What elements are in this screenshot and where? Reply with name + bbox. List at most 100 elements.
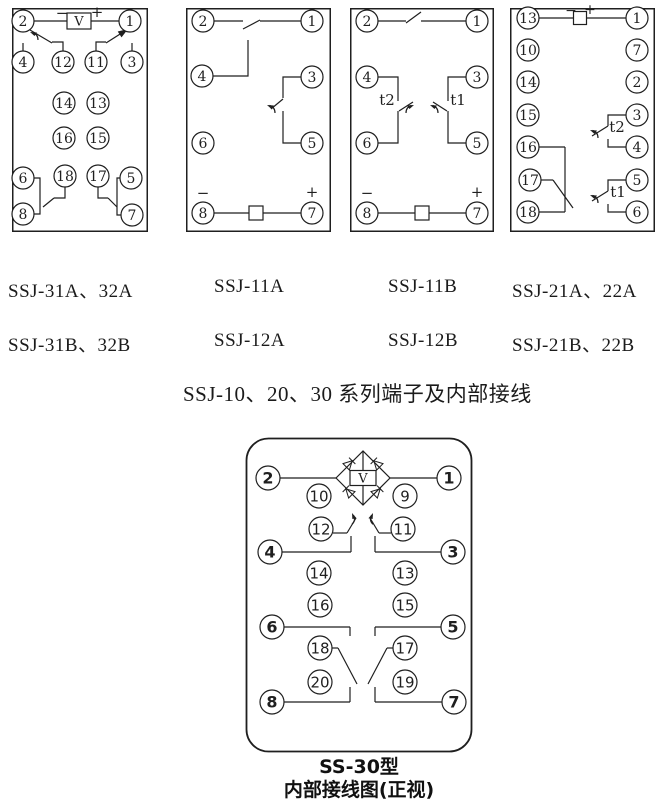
terminal-2 (625, 70, 649, 94)
terminal-1 (118, 9, 142, 33)
terminal-label-9: 9 (400, 488, 410, 506)
terminal-2 (191, 9, 215, 33)
terminal-3 (440, 539, 466, 565)
terminal-label-1: 1 (443, 469, 454, 488)
terminal-4 (625, 135, 649, 159)
terminal-label-4: 4 (198, 69, 207, 85)
resistor-box (248, 205, 264, 221)
contact-blade (369, 517, 380, 534)
terminal-5 (119, 166, 143, 190)
terminal-label-5: 5 (633, 173, 642, 189)
model-label-ssj-12b: SSJ-12B (388, 330, 459, 351)
label-t1: t1 (610, 183, 626, 201)
terminal-label-5: 5 (447, 618, 458, 637)
terminal-label-15: 15 (395, 597, 414, 615)
terminal-label-13: 13 (519, 11, 537, 27)
terminal-16 (307, 592, 333, 618)
model-label-ssj-21a-22a: SSJ-21A、22A (512, 281, 637, 302)
ss30-caption-view: 内部接线图(正视) (283, 779, 435, 801)
terminal-label-6: 6 (363, 136, 372, 152)
terminal-label-1: 1 (126, 14, 135, 30)
voltage-element-box (66, 12, 92, 30)
terminal-label-8: 8 (266, 693, 277, 712)
terminal-label-12: 12 (311, 521, 330, 539)
terminal-18 (53, 164, 77, 188)
terminal-14 (516, 70, 540, 94)
contact-blade (591, 125, 609, 137)
terminal-label-5: 5 (308, 136, 317, 152)
terminal-label-6: 6 (199, 136, 208, 152)
delay-arrow-icon (30, 31, 39, 41)
element-box-label: V (357, 472, 368, 487)
panel-border (186, 8, 331, 232)
terminal-13 (86, 91, 110, 115)
terminal-11 (84, 50, 108, 74)
wire (607, 114, 626, 126)
terminal-12 (51, 50, 75, 74)
terminal-17 (86, 164, 110, 188)
panel-border (12, 8, 148, 232)
delay-arrow-icon (590, 129, 599, 139)
diode-icon (342, 485, 356, 499)
label-+: + (584, 2, 596, 18)
delay-arrow-head (407, 105, 414, 109)
terminal-8 (11, 202, 35, 226)
terminal-label-15: 15 (89, 131, 107, 147)
delay-arrow-icon (368, 513, 374, 525)
wire (95, 41, 106, 52)
terminal-15 (86, 126, 110, 150)
terminal-4 (257, 539, 283, 565)
delay-arrow-head (352, 513, 357, 520)
terminal-7 (625, 38, 649, 62)
terminal-label-4: 4 (264, 543, 275, 562)
terminal-18 (516, 200, 540, 224)
diode-bar (342, 485, 350, 493)
contact-blade (337, 647, 358, 685)
delay-arrow-head (368, 513, 373, 520)
panel-border (245, 437, 473, 753)
delay-arrow-icon (267, 104, 276, 114)
terminal-6 (259, 614, 285, 640)
terminal-1 (300, 9, 324, 33)
diode-bar (370, 457, 378, 465)
terminal-label-1: 1 (633, 11, 642, 27)
contact-blade (29, 29, 53, 44)
terminal-7 (300, 201, 324, 225)
terminal-label-20: 20 (310, 674, 329, 692)
terminal-15 (516, 103, 540, 127)
terminal-3 (465, 65, 489, 89)
terminal-18 (307, 635, 333, 661)
resistor-box (414, 205, 430, 221)
terminal-10 (306, 483, 332, 509)
model-label-ssj-11b: SSJ-11B (388, 276, 458, 297)
terminal-label-17: 17 (521, 173, 539, 189)
terminal-1 (465, 9, 489, 33)
terminal-label-17: 17 (89, 169, 107, 185)
panel-border (350, 8, 494, 232)
terminal-label-7: 7 (128, 208, 137, 224)
terminal-label-5: 5 (127, 171, 136, 187)
terminal-label-14: 14 (309, 565, 328, 583)
terminal-6 (355, 131, 379, 155)
terminal-label-18: 18 (56, 169, 74, 185)
terminal-label-3: 3 (473, 70, 482, 86)
wire (282, 76, 301, 98)
terminal-label-18: 18 (310, 640, 329, 658)
terminal-10 (516, 38, 540, 62)
contact-blade (242, 19, 261, 30)
delay-arrow-head (267, 105, 274, 109)
terminal-label-12: 12 (54, 55, 72, 71)
model-label-ssj-11a: SSJ-11A (214, 276, 285, 297)
contact-blade (432, 101, 448, 112)
terminal-label-3: 3 (128, 55, 137, 71)
label-−: − (361, 184, 374, 202)
wire (447, 76, 466, 101)
terminal-17 (392, 635, 418, 661)
panel-border (510, 8, 655, 232)
delay-arrow-icon (590, 194, 599, 204)
wire (378, 111, 399, 144)
terminal-3 (300, 65, 324, 89)
